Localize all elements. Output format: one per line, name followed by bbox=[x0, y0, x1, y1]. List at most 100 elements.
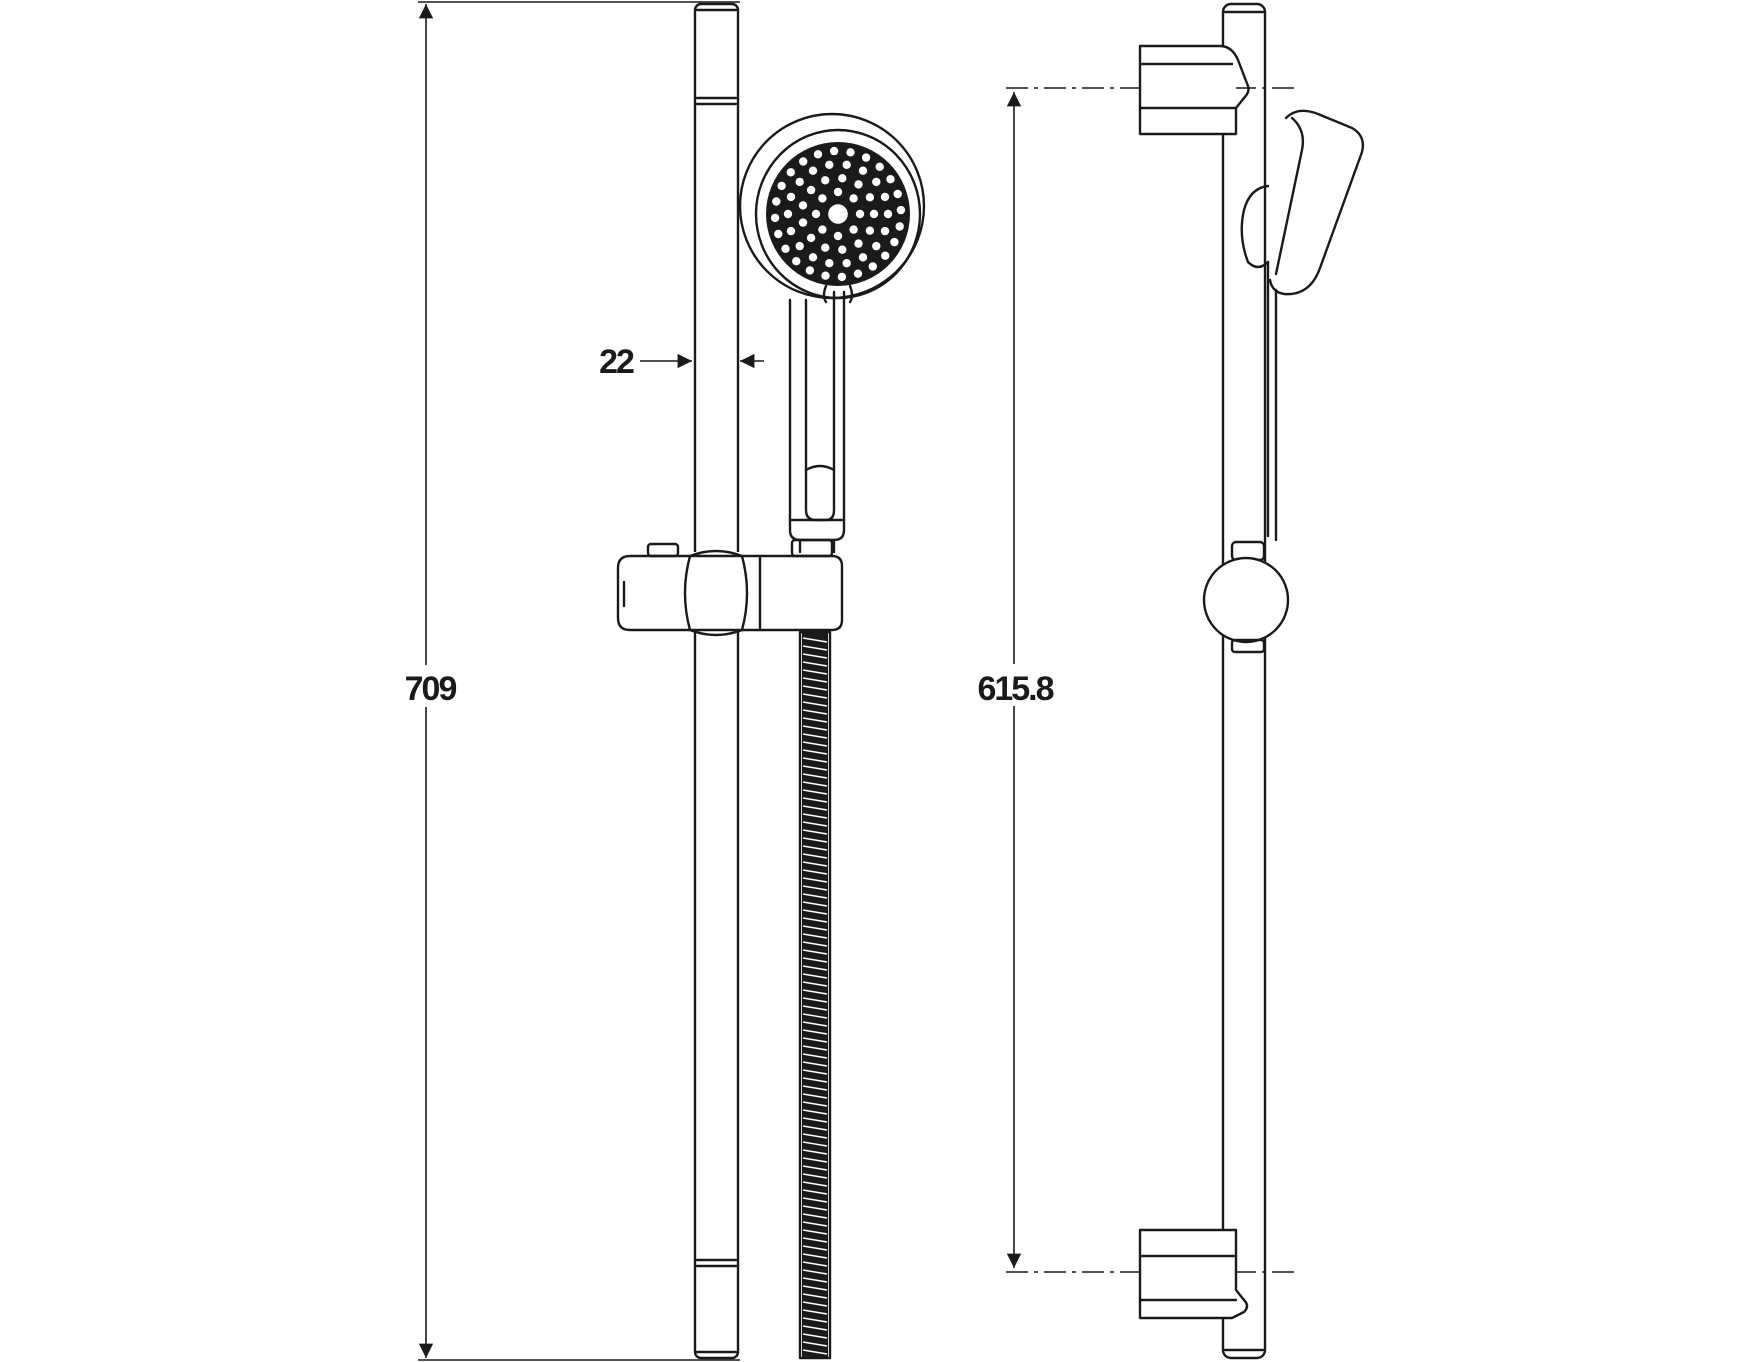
spray-nozzle bbox=[849, 194, 858, 203]
hose-ridge bbox=[802, 773, 828, 779]
spray-nozzle bbox=[842, 160, 851, 169]
hose-ridge bbox=[802, 837, 828, 843]
hose-ridge bbox=[802, 1021, 828, 1027]
hose-ridge bbox=[802, 741, 828, 747]
spray-nozzle bbox=[808, 166, 818, 175]
spray-nozzle bbox=[821, 243, 830, 252]
spray-nozzle bbox=[770, 213, 780, 223]
spray-nozzle bbox=[842, 259, 851, 268]
spray-nozzle bbox=[886, 175, 895, 184]
spray-nozzle bbox=[869, 209, 879, 219]
hose-ridge bbox=[802, 781, 828, 787]
spray-nozzle bbox=[813, 150, 823, 159]
spray-nozzle bbox=[858, 253, 868, 262]
hose-ridge bbox=[802, 1325, 828, 1331]
spray-nozzle bbox=[854, 239, 863, 248]
spray-nozzle bbox=[829, 146, 839, 156]
spray-nozzle bbox=[799, 157, 808, 166]
spray-nozzle bbox=[865, 193, 875, 202]
spray-nozzle bbox=[893, 189, 902, 199]
hose-ridge bbox=[802, 1237, 828, 1243]
rail-diameter-dimension: 22 bbox=[599, 343, 764, 381]
spray-nozzle bbox=[896, 205, 906, 215]
hose-ridge bbox=[802, 701, 828, 707]
spray-nozzle bbox=[783, 209, 793, 219]
spray-nozzle bbox=[808, 253, 818, 262]
spray-nozzle bbox=[868, 262, 877, 271]
hose-ridge bbox=[802, 1197, 828, 1203]
hose-ridge bbox=[802, 1261, 828, 1267]
spray-nozzle bbox=[805, 266, 815, 275]
shower-handset bbox=[738, 112, 926, 554]
hose-ridge bbox=[802, 1333, 828, 1339]
spray-nozzle bbox=[890, 237, 899, 247]
hose-ridge bbox=[802, 1181, 828, 1187]
spray-nozzle bbox=[772, 197, 781, 206]
hose-ridge bbox=[802, 845, 828, 851]
hose-ridge bbox=[802, 1101, 828, 1107]
hose-ridge bbox=[802, 965, 828, 971]
hose-ridge bbox=[802, 1309, 828, 1315]
spray-nozzle bbox=[861, 153, 871, 162]
hose-ridge bbox=[802, 877, 828, 883]
hose-ridge bbox=[802, 869, 828, 875]
spray-nozzle bbox=[792, 257, 801, 266]
hose-ridge bbox=[802, 941, 828, 947]
spray-nozzle bbox=[865, 226, 875, 235]
hose-ridge bbox=[802, 1285, 828, 1291]
rail-diameter-label: 22 bbox=[599, 343, 634, 381]
spray-nozzle bbox=[853, 269, 863, 278]
bracket-centres-dimension: 615.8 bbox=[974, 87, 1300, 1273]
spray-nozzle bbox=[858, 166, 868, 175]
hose-ridge bbox=[802, 797, 828, 803]
spray-nozzle bbox=[880, 192, 890, 202]
hose-ridge bbox=[802, 661, 828, 667]
slider-bracket bbox=[616, 538, 844, 637]
hose-ridge bbox=[802, 1301, 828, 1307]
spray-nozzle bbox=[883, 209, 893, 219]
spray-nozzle bbox=[825, 259, 834, 268]
hose-ridge bbox=[802, 1165, 828, 1171]
hose-ridge bbox=[802, 1029, 828, 1035]
shower-hose bbox=[798, 630, 832, 1360]
front-view: 709 22 bbox=[396, 1, 926, 1361]
spray-nozzle bbox=[872, 177, 881, 187]
hose-ridge bbox=[802, 917, 828, 923]
spray-nozzle bbox=[786, 192, 796, 202]
hose-ridge bbox=[802, 1093, 828, 1099]
hose-ridge bbox=[802, 1109, 828, 1115]
hose-ridge bbox=[802, 1269, 828, 1275]
hose-ridge bbox=[802, 821, 828, 827]
hose-ridge bbox=[802, 1141, 828, 1147]
spray-nozzle bbox=[777, 181, 786, 191]
spray-nozzle bbox=[806, 185, 816, 195]
spray-nozzle bbox=[837, 272, 847, 282]
hose-ridge bbox=[802, 677, 828, 683]
hose-ridge bbox=[802, 685, 828, 691]
hose-ridge bbox=[802, 789, 828, 795]
hose-ridge bbox=[802, 1069, 828, 1075]
spray-nozzle bbox=[825, 160, 834, 169]
slider-knob-side bbox=[1202, 540, 1290, 654]
hose-ridge bbox=[802, 925, 828, 931]
hose-ridge bbox=[802, 805, 828, 811]
spray-nozzle bbox=[821, 176, 830, 185]
hose-ridge bbox=[802, 813, 828, 819]
hose-ridge bbox=[802, 1229, 828, 1235]
hose-ridge bbox=[802, 1053, 828, 1059]
hose-ridge bbox=[802, 637, 828, 643]
hose-ridge bbox=[802, 1045, 828, 1051]
hose-ridge bbox=[802, 1149, 828, 1155]
riser-rail-side bbox=[1221, 2, 1267, 1360]
hose-ridge bbox=[802, 765, 828, 771]
spray-nozzle bbox=[811, 209, 821, 219]
overall-height-label: 709 bbox=[405, 670, 457, 708]
hose-ridge bbox=[802, 1013, 828, 1019]
spray-nozzle bbox=[895, 222, 904, 231]
hose-ridge bbox=[802, 1125, 828, 1131]
hose-ridge bbox=[802, 861, 828, 867]
spray-nozzle bbox=[838, 174, 847, 183]
hose-ridge bbox=[802, 1349, 828, 1355]
hose-ridge bbox=[802, 1293, 828, 1299]
